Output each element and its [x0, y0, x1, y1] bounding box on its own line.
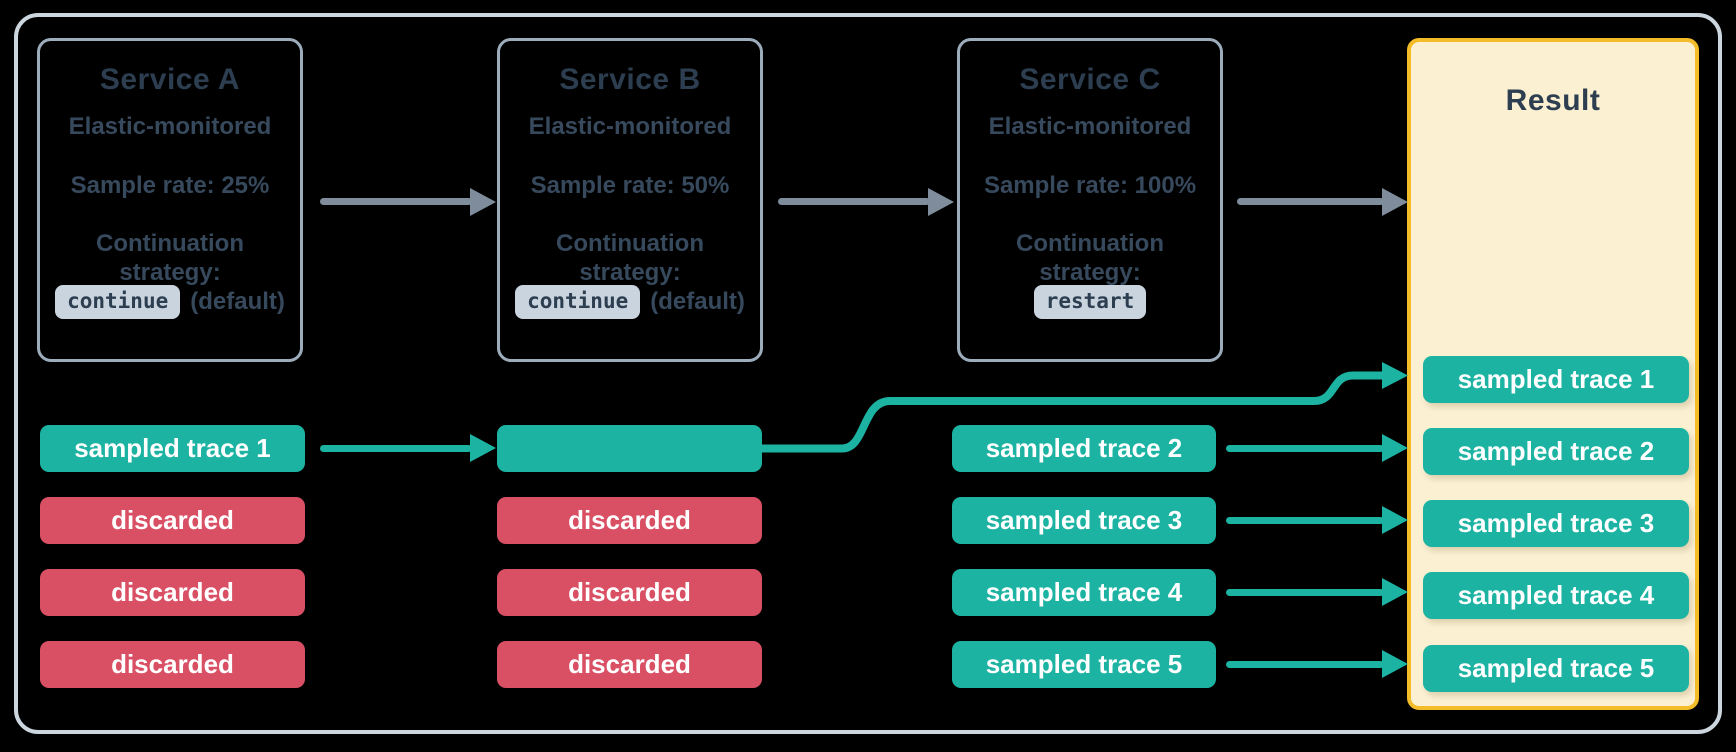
service-a-title: Service A [99, 63, 241, 96]
service-b-monitored: Elastic-monitored [528, 113, 732, 140]
result-trace-1: sampled trace 1 [1423, 356, 1689, 403]
service-b-sample-rate: Sample rate: 50% [530, 172, 730, 199]
service-a-strategy-suffix: (default) [190, 288, 285, 315]
teal-arrow-trace3-head [1382, 506, 1408, 534]
teal-arrow-trace3-line [1226, 517, 1384, 524]
teal-arrow-a-to-b-line [320, 445, 472, 452]
lane-a-sampled-trace: sampled trace 1 [40, 425, 305, 472]
service-c-strategy-label: Continuation [1016, 230, 1164, 257]
arrow-a-to-b-head [470, 188, 496, 216]
lane-a-discarded-1: discarded [40, 497, 305, 544]
lane-a-discarded-2: discarded [40, 569, 305, 616]
arrow-c-to-result-line [1237, 198, 1384, 205]
arrow-c-to-result-head [1382, 188, 1408, 216]
arrow-b-to-c-head [928, 188, 954, 216]
service-c-box: Service C Elastic-monitored Sample rate:… [957, 38, 1223, 362]
teal-arrow-trace4-head [1382, 578, 1408, 606]
result-trace-4: sampled trace 4 [1423, 572, 1689, 619]
teal-arrow-trace2-head [1382, 434, 1408, 462]
service-a-sample-rate: Sample rate: 25% [70, 172, 270, 199]
service-b-strategy-value-chip: continue [515, 285, 641, 319]
lane-c-sampled-trace-2: sampled trace 2 [952, 425, 1216, 472]
service-b-strategy-label: Continuation [556, 230, 704, 257]
teal-arrow-trace2-line [1226, 445, 1384, 452]
service-b-title: Service B [559, 63, 701, 96]
arrow-a-to-b-line [320, 198, 472, 205]
service-a-monitored: Elastic-monitored [68, 113, 272, 140]
result-title: Result [1505, 84, 1601, 117]
diagram-frame [14, 13, 1722, 734]
arrow-b-to-c-line [778, 198, 930, 205]
result-trace-2: sampled trace 2 [1423, 428, 1689, 475]
service-b-strategy-label-2: strategy: [579, 259, 681, 286]
service-a-strategy-label: Continuation [96, 230, 244, 257]
service-a-strategy-value-chip: continue [55, 285, 181, 319]
lane-b-discarded-1: discarded [497, 497, 762, 544]
service-b-strategy-row: continue (default) [500, 283, 760, 321]
lane-b-discarded-2: discarded [497, 569, 762, 616]
lane-a-discarded-3: discarded [40, 641, 305, 688]
service-c-title: Service C [1019, 63, 1161, 96]
service-c-strategy-row: restart [960, 283, 1220, 321]
lane-b-sampled-trace [497, 425, 762, 472]
service-c-monitored: Elastic-monitored [988, 113, 1192, 140]
teal-arrow-trace5-head [1382, 650, 1408, 678]
result-trace-5: sampled trace 5 [1423, 645, 1689, 692]
lane-c-sampled-trace-3: sampled trace 3 [952, 497, 1216, 544]
result-trace-3: sampled trace 3 [1423, 500, 1689, 547]
service-c-strategy-label-2: strategy: [1039, 259, 1141, 286]
lane-c-sampled-trace-4: sampled trace 4 [952, 569, 1216, 616]
teal-arrow-trace4-line [1226, 589, 1384, 596]
lane-c-sampled-trace-5: sampled trace 5 [952, 641, 1216, 688]
lane-b-discarded-3: discarded [497, 641, 762, 688]
result-box: Result sampled trace 1 sampled trace 2 s… [1407, 38, 1699, 710]
teal-arrow-trace5-line [1226, 661, 1384, 668]
service-a-strategy-row: continue (default) [40, 283, 300, 321]
service-b-strategy-suffix: (default) [650, 288, 745, 315]
service-a-strategy-label-2: strategy: [119, 259, 221, 286]
service-b-box: Service B Elastic-monitored Sample rate:… [497, 38, 763, 362]
service-c-strategy-value-chip: restart [1033, 285, 1147, 319]
service-a-box: Service A Elastic-monitored Sample rate:… [37, 38, 303, 362]
service-c-sample-rate: Sample rate: 100% [983, 172, 1197, 199]
teal-arrow-a-to-b-head [470, 434, 496, 462]
